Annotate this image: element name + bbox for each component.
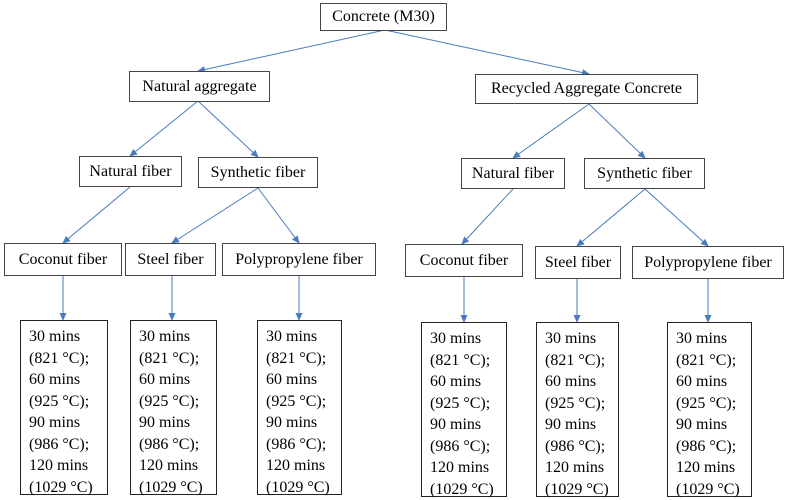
na-polypropylene-exposure-box: 30 mins (821 °C); 60 mins (925 °C); 90 m… — [257, 320, 342, 496]
na-natural-fiber-node: Natural fiber — [79, 156, 182, 187]
arrow-rac-synthetic-to-polypropylene — [644, 188, 709, 247]
exposure-line: (821 °C); — [139, 349, 200, 367]
arrow-na-natural-fiber-to-coconut — [62, 186, 131, 244]
exposure-line: 30 mins — [545, 330, 597, 347]
arrow-na-to-natural-fiber — [129, 100, 199, 157]
rac-synthetic-fiber-node: Synthetic fiber — [584, 158, 705, 189]
na-steel-fiber-node: Steel fiber — [125, 243, 216, 276]
exposure-line: 60 mins — [545, 373, 597, 390]
exposure-line: 90 mins — [676, 416, 728, 433]
arrow-rac-to-synthetic-fiber — [588, 103, 646, 159]
exposure-line: 120 mins — [545, 459, 605, 476]
exposure-line: 30 mins — [676, 330, 728, 347]
exposure-line: 120 mins — [29, 457, 89, 474]
rac-polypropylene-fiber-node: Polypropylene fiber — [632, 246, 784, 279]
exposure-line: (925 °C); — [676, 394, 737, 412]
rac-natural-fiber-node: Natural fiber — [461, 158, 565, 189]
exposure-line: 120 mins — [676, 459, 736, 476]
exposure-line: (821 °C); — [430, 351, 491, 369]
exposure-line: (925 °C); — [139, 392, 200, 410]
exposure-line: (986 °C); — [29, 435, 90, 453]
recycled-aggregate-node: Recycled Aggregate Concrete — [475, 74, 698, 104]
exposure-line: 90 mins — [139, 414, 191, 431]
exposure-line: 30 mins — [139, 328, 191, 345]
exposure-line: 120 mins — [266, 457, 326, 474]
arrow-rac-natural-fiber-to-coconut — [461, 188, 514, 245]
exposure-line: (1029 °C) — [676, 480, 740, 498]
exposure-line: (986 °C); — [545, 437, 606, 455]
exposure-line: (1029 °C) — [139, 478, 203, 496]
exposure-line: 60 mins — [29, 371, 81, 388]
rac-coconut-fiber-node: Coconut fiber — [405, 244, 523, 277]
arrow-rac-to-natural-fiber — [512, 103, 590, 159]
exposure-line: (925 °C); — [545, 394, 606, 412]
exposure-line: 30 mins — [266, 328, 318, 345]
na-polypropylene-fiber-node: Polypropylene fiber — [222, 243, 376, 276]
arrow-na-synthetic-to-polypropylene — [257, 187, 300, 244]
exposure-line: 90 mins — [29, 414, 81, 431]
exposure-line: 30 mins — [29, 328, 81, 345]
exposure-line: 120 mins — [430, 459, 490, 476]
exposure-line: (925 °C); — [266, 392, 327, 410]
exposure-line: (986 °C); — [676, 437, 737, 455]
exposure-line: (821 °C); — [545, 351, 606, 369]
na-synthetic-fiber-node: Synthetic fiber — [198, 157, 318, 188]
exposure-line: (925 °C); — [430, 394, 491, 412]
exposure-line: 30 mins — [430, 330, 482, 347]
exposure-line: 60 mins — [676, 373, 728, 390]
exposure-line: (1029 °C) — [29, 478, 93, 496]
rac-coconut-exposure-box: 30 mins (821 °C); 60 mins (925 °C); 90 m… — [421, 322, 507, 498]
exposure-line: 120 mins — [139, 457, 199, 474]
exposure-line: 60 mins — [430, 373, 482, 390]
exposure-line: 60 mins — [139, 371, 191, 388]
arrow-rac-synthetic-to-steel — [576, 188, 646, 247]
exposure-line: (986 °C); — [266, 435, 327, 453]
na-coconut-exposure-box: 30 mins (821 °C); 60 mins (925 °C); 90 m… — [20, 320, 108, 496]
na-steel-exposure-box: 30 mins (821 °C); 60 mins (925 °C); 90 m… — [130, 320, 217, 496]
exposure-line: (1029 °C) — [430, 480, 494, 498]
exposure-line: (821 °C); — [676, 351, 737, 369]
exposure-line: 90 mins — [266, 414, 318, 431]
rac-steel-fiber-node: Steel fiber — [535, 246, 621, 279]
rac-steel-exposure-box: 30 mins (821 °C); 60 mins (925 °C); 90 m… — [536, 322, 619, 498]
natural-aggregate-node: Natural aggregate — [129, 71, 270, 102]
exposure-line: 60 mins — [266, 371, 318, 388]
exposure-line: (986 °C); — [430, 437, 491, 455]
rac-polypropylene-exposure-box: 30 mins (821 °C); 60 mins (925 °C); 90 m… — [667, 322, 752, 498]
exposure-line: 90 mins — [545, 416, 597, 433]
exposure-line: (925 °C); — [29, 392, 90, 410]
na-coconut-fiber-node: Coconut fiber — [4, 243, 122, 276]
arrow-na-to-synthetic-fiber — [197, 100, 259, 158]
exposure-line: (1029 °C) — [545, 480, 609, 498]
arrow-root-to-recycled-aggregate — [384, 29, 590, 76]
exposure-line: (821 °C); — [266, 349, 327, 367]
exposure-line: (1029 °C) — [266, 478, 330, 496]
exposure-line: 90 mins — [430, 416, 482, 433]
exposure-line: (986 °C); — [139, 435, 200, 453]
exposure-line: (821 °C); — [29, 349, 90, 367]
arrow-root-to-natural-aggregate — [197, 29, 386, 73]
arrow-na-synthetic-to-steel — [171, 187, 259, 244]
root-node: Concrete (M30) — [320, 3, 447, 31]
